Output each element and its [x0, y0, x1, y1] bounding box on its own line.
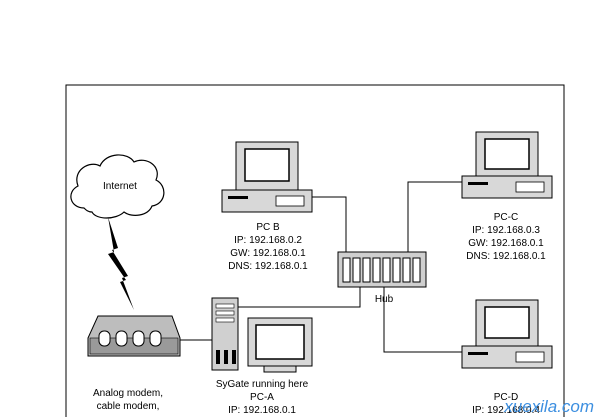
pc-d: PC-D IP: 192.168.0.4	[461, 299, 553, 416]
computer-icon	[461, 299, 553, 369]
pc-a: SyGate running here PC-A IP: 192.168.0.1	[211, 297, 313, 416]
pc-c-gw: GW: 192.168.0.1	[468, 238, 544, 249]
link-hub-pcd	[383, 287, 462, 353]
pc-b: PC B IP: 192.168.0.2 GW: 192.168.0.1 DNS…	[221, 141, 313, 272]
pc-b-name: PC B	[256, 222, 280, 233]
connections	[176, 181, 462, 353]
cloud-icon	[70, 154, 165, 219]
pc-a-ip: IP: 192.168.0.1	[228, 405, 296, 416]
hub-label: Hub	[375, 294, 394, 305]
pc-b-ip: IP: 192.168.0.2	[234, 235, 302, 246]
watermark: xuexila.com	[503, 397, 594, 416]
pc-a-note: SyGate running here	[216, 379, 309, 390]
pc-a-name: PC-A	[250, 392, 274, 403]
pc-c: PC-C IP: 192.168.0.3 GW: 192.168.0.1 DNS…	[461, 131, 553, 262]
lightning-bolt-icon	[108, 217, 134, 310]
pc-c-dns: DNS: 192.168.0.1	[466, 251, 546, 262]
server-tower-icon	[211, 297, 239, 371]
computer-icon	[461, 131, 553, 199]
diagram-frame	[65, 84, 565, 417]
link-pcb-hub	[312, 196, 347, 252]
pc-c-ip: IP: 192.168.0.3	[472, 225, 540, 236]
computer-icon	[221, 141, 313, 213]
internet-label: Internet	[103, 181, 137, 192]
internet-cloud: Internet	[70, 154, 165, 219]
pc-b-dns: DNS: 192.168.0.1	[228, 261, 308, 272]
link-hub-pca	[237, 287, 361, 318]
modem-device: Analog modem, cable modem,	[87, 315, 181, 412]
hub-device: Hub	[337, 251, 427, 305]
modem-label-line2: cable modem,	[97, 401, 160, 412]
pc-d-ip: IP: 192.168.0.4	[472, 405, 540, 416]
link-pcc-hub	[407, 181, 462, 252]
pc-d-name: PC-D	[494, 392, 518, 403]
monitor-icon	[247, 317, 313, 373]
pc-b-gw: GW: 192.168.0.1	[230, 248, 306, 259]
pc-c-name: PC-C	[494, 212, 518, 223]
modem-label-line1: Analog modem,	[93, 388, 163, 399]
